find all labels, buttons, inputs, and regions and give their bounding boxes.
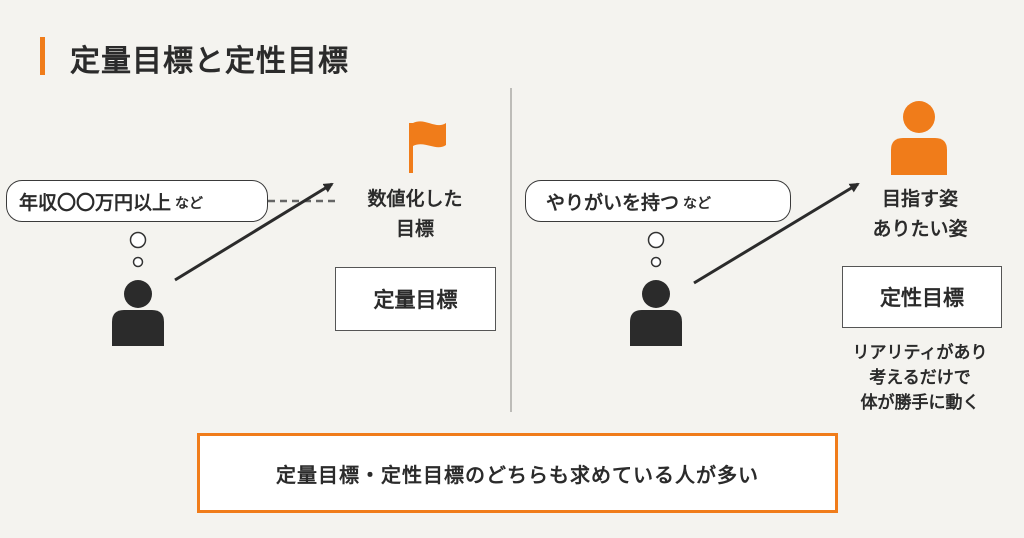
goal-line-1: 数値化した	[367, 188, 463, 210]
thought-dot-large	[129, 231, 147, 249]
page-title: 定量目標と定性目標	[70, 44, 349, 79]
note-line: 体が勝手に動く	[860, 393, 980, 413]
person-icon	[112, 280, 164, 346]
goal-line-2: ありたい姿	[872, 218, 968, 240]
thought-text: やりがいを持つ	[546, 191, 680, 214]
thought-dot-small	[132, 256, 144, 268]
goal-line-2: 目標	[395, 218, 434, 240]
thought-dot-small	[650, 256, 662, 268]
note-line: 考えるだけで	[869, 368, 971, 388]
person-icon	[630, 280, 682, 346]
title-accent-bar	[40, 37, 45, 75]
qualitative-note: リアリティがあり 考えるだけで 体が勝手に動く	[820, 341, 1020, 416]
thought-bubble-quantitative: 年収〇〇万円以上 など	[6, 180, 268, 222]
summary-box: 定量目標・定性目標のどちらも求めている人が多い	[197, 433, 838, 513]
note-line: リアリティがあり	[852, 343, 988, 363]
label-box-qualitative: 定性目標	[842, 266, 1002, 328]
goal-line-1: 目指す姿	[881, 188, 958, 210]
thought-suffix: など	[683, 196, 712, 212]
label-box-quantitative: 定量目標	[335, 267, 496, 331]
goal-description-qualitative: 目指す姿 ありたい姿	[840, 184, 1000, 244]
arrow-icon	[693, 182, 860, 285]
ideal-person-icon	[891, 101, 947, 175]
center-divider	[510, 88, 512, 412]
thought-bubble-qualitative: やりがいを持つ など	[525, 180, 791, 222]
thought-suffix: など	[175, 196, 204, 212]
thought-text: 年収〇〇万円以上	[19, 191, 172, 214]
arrow-icon	[174, 182, 334, 282]
goal-description-quantitative: 数値化した 目標	[340, 184, 490, 244]
flag-icon	[409, 121, 446, 173]
thought-dot-large	[647, 231, 665, 249]
